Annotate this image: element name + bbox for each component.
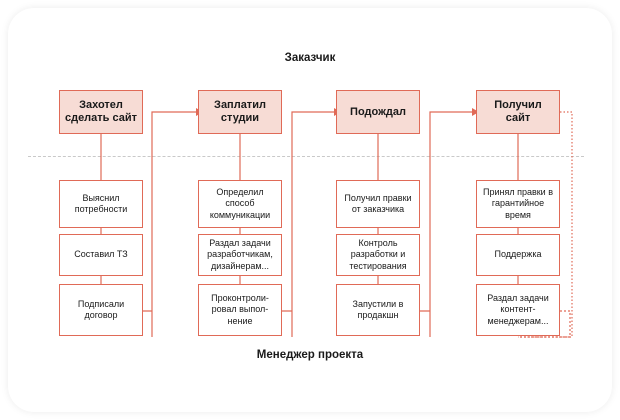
stage-1-box: Захотел сделать сайт xyxy=(59,90,143,134)
stage-1-task-1: Выяснил потребности xyxy=(59,180,143,228)
connector-3-4 xyxy=(420,111,472,337)
manager-lane-title: Менеджер проекта xyxy=(256,349,364,361)
stage-3-box: Подождал xyxy=(336,90,420,134)
lane-divider xyxy=(28,156,584,157)
stage-1-task-2: Составил ТЗ xyxy=(59,234,143,276)
arrow-3-4 xyxy=(472,108,479,116)
stage-4-task-2: Поддержка xyxy=(476,234,560,276)
stage-3-task-2: Контроль разработки и тестирования xyxy=(336,234,420,276)
connector-1-2 xyxy=(143,111,196,337)
stage-1-task-3: Подписали договор xyxy=(59,284,143,336)
stage-3-label: Подождал xyxy=(350,105,406,118)
stage-4-task-3: Раздал задачи контент-менеджерам... xyxy=(476,284,560,336)
customer-lane-title: Заказчик xyxy=(284,52,336,64)
stage-2-box: Заплатил студии xyxy=(198,90,282,134)
stage-2-task-2: Раздал задачи разработчикам, дизайнерам.… xyxy=(198,234,282,276)
connector-4-right xyxy=(518,111,573,338)
connector-2-3 xyxy=(282,111,334,337)
stage-3-task-1: Получил правки от заказчика xyxy=(336,180,420,228)
stage-4-task-1: Принял правки в гарантийное время xyxy=(476,180,560,228)
stage-3-task-3: Запустили в продакшн xyxy=(336,284,420,336)
stage-1-label: Захотел сделать сайт xyxy=(64,99,138,124)
stage-4-label: Получил сайт xyxy=(494,99,542,124)
stage-2-task-1: Определил способ коммуникации xyxy=(198,180,282,228)
stage-2-task-3: Проконтроли-ровал выпол-нение xyxy=(198,284,282,336)
stage-2-label: Заплатил студии xyxy=(214,99,266,124)
stage-4-box: Получил сайт xyxy=(476,90,560,134)
